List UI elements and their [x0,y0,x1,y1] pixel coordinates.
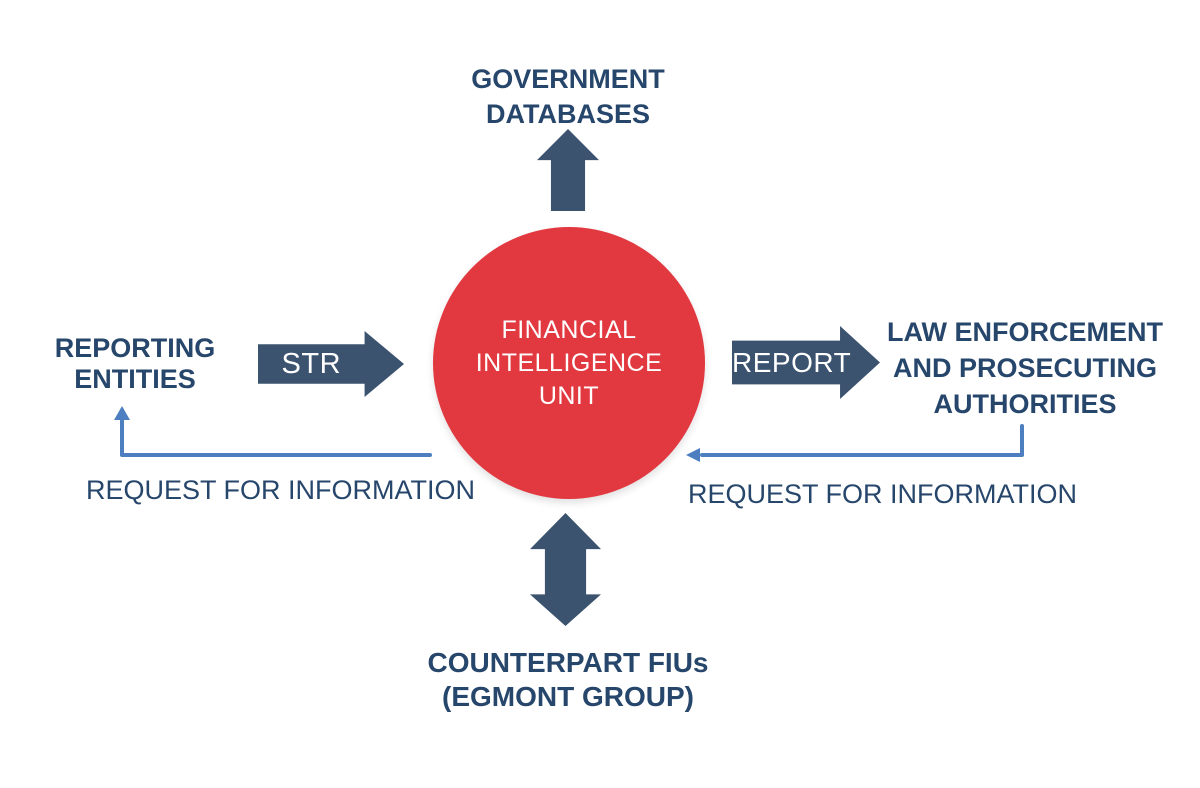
node-label-line: REPORTING [54,333,216,363]
request-right-line-horizontal [700,453,1024,457]
request-left-line-vertical [120,419,124,456]
node-label-line: AUTHORITIES [933,389,1117,419]
node-label-line: GOVERNMENT [471,64,665,94]
node-label-line: ENTITIES [74,364,196,394]
request-right-label: REQUEST FOR INFORMATION [688,479,1078,509]
node-law-enforcement: LAW ENFORCEMENT AND PROSECUTING AUTHORIT… [872,314,1178,422]
str-arrow-label: STR [281,347,342,380]
request-left-line-horizontal [120,453,432,457]
report-arrow: REPORT [732,326,880,399]
request-left-arrowhead-up-icon [114,406,130,420]
node-label-line: DATABASES [485,99,650,129]
node-label-line: LAW ENFORCEMENT [887,317,1163,347]
double-arrow-icon [530,513,601,626]
up-arrow-icon [537,129,599,211]
node-reporting-entities: REPORTING ENTITIES [24,333,246,395]
node-government-databases: GOVERNMENT DATABASES [418,62,718,132]
node-label-line: COUNTERPART FIUs [427,647,709,678]
report-arrow-label: REPORT [732,346,852,378]
fiu-circle: FINANCIAL INTELLIGENCE UNIT [433,227,705,499]
request-right-line-vertical [1020,424,1024,456]
node-label-line: AND PROSECUTING [892,353,1157,383]
fiu-label-line: INTELLIGENCE [475,348,663,377]
fiu-label-line: FINANCIAL [501,315,637,344]
node-counterpart-fius: COUNTERPART FIUs (EGMONT GROUP) [388,646,748,714]
str-arrow: STR [258,331,404,397]
fiu-label-line: UNIT [538,381,600,410]
request-right-arrowhead-left-icon [686,448,700,462]
request-left-label: REQUEST FOR INFORMATION [86,475,476,505]
node-label-line: (EGMONT GROUP) [442,681,694,712]
